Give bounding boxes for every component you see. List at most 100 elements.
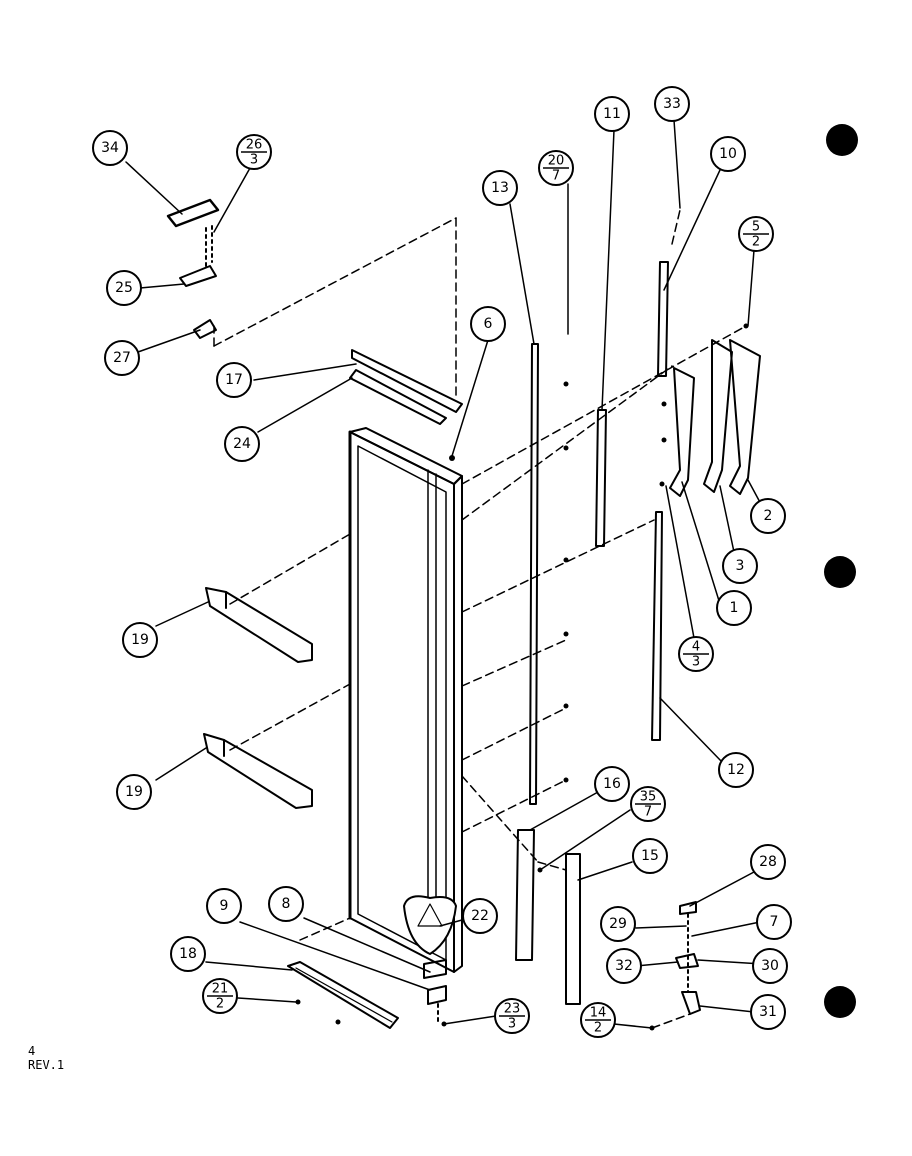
callout-text: 13	[491, 180, 509, 196]
callout-23: 233	[494, 998, 530, 1034]
callout-34: 34	[92, 130, 128, 166]
callout-text: 2	[752, 235, 760, 250]
callout-31: 31	[750, 994, 786, 1030]
callout-circle	[104, 340, 140, 376]
callout-text: 25	[115, 280, 133, 296]
page-number: 4	[28, 1044, 36, 1058]
callout-text: 29	[609, 916, 627, 932]
callout-22: 22	[462, 898, 498, 934]
callout-14: 142	[580, 1002, 616, 1038]
top-strip-assembly	[349, 349, 463, 425]
callout-text: 23	[504, 1002, 521, 1017]
callout-circle	[594, 766, 630, 802]
callout-circle	[116, 774, 152, 810]
callout-circle	[106, 270, 142, 306]
callout-text: 6	[484, 316, 493, 332]
callout-text: 17	[225, 372, 243, 388]
callout-text: 4	[692, 640, 700, 655]
callout-circle	[750, 844, 786, 880]
callout-27: 27	[104, 340, 140, 376]
callout-29: 29	[600, 906, 636, 942]
callout-35: 357	[630, 786, 666, 822]
callout-circle	[206, 888, 242, 924]
callout-circle	[606, 948, 642, 984]
callout-21: 212	[202, 978, 238, 1014]
callout-text: 26	[246, 138, 263, 153]
callout-text: 32	[615, 958, 633, 974]
callout-circle	[462, 898, 498, 934]
callout-circle	[750, 498, 786, 534]
callout-2: 2	[750, 498, 786, 534]
callout-33: 33	[654, 86, 690, 122]
callout-text: 7	[770, 914, 779, 930]
callout-circle	[268, 886, 304, 922]
callout-text: 12	[727, 762, 745, 778]
callout-28: 28	[750, 844, 786, 880]
callout-20: 207	[538, 150, 574, 186]
callout-text: 22	[471, 908, 489, 924]
callout-circle	[170, 936, 206, 972]
callout-text: 19	[131, 632, 149, 648]
screw-markers	[295, 323, 749, 1031]
callout-24: 24	[224, 426, 260, 462]
callout-circle	[710, 136, 746, 172]
binder-hole-middle	[824, 556, 856, 588]
callout-circle	[470, 306, 506, 342]
bottom-hinge-hardware	[423, 959, 447, 1025]
callout-text: 14	[590, 1006, 607, 1021]
callout-circle	[752, 948, 788, 984]
callout-circle	[756, 904, 792, 940]
callout-circle	[750, 994, 786, 1030]
callout-10: 10	[710, 136, 746, 172]
callout-text: 10	[719, 146, 737, 162]
callout-circle	[600, 906, 636, 942]
bracket-lower	[203, 733, 313, 809]
callout-17: 17	[216, 362, 252, 398]
callout-19b: 19	[116, 774, 152, 810]
callout-circle	[594, 96, 630, 132]
vertical-strips	[529, 261, 669, 805]
callout-text: 3	[508, 1017, 516, 1032]
callout-32: 32	[606, 948, 642, 984]
callout-6: 6	[470, 306, 506, 342]
callout-text: 2	[764, 508, 773, 524]
door-panel	[348, 427, 463, 973]
page-footer: 4 REV.1	[28, 1044, 64, 1072]
binder-hole-top	[826, 124, 858, 156]
callout-circle	[92, 130, 128, 166]
callout-text: 33	[663, 96, 681, 112]
callout-15: 15	[632, 838, 668, 874]
lower-hinge-assembly	[675, 901, 701, 1015]
curved-brackets	[669, 339, 761, 497]
callout-19a: 19	[122, 622, 158, 658]
callout-3: 3	[722, 548, 758, 584]
leader-lines	[125, 119, 763, 1029]
callout-text: 9	[220, 898, 229, 914]
bracket-upper	[205, 587, 313, 663]
callout-text: 3	[250, 153, 258, 168]
callout-text: 1	[730, 600, 739, 616]
callout-circle	[122, 622, 158, 658]
callout-25: 25	[106, 270, 142, 306]
callout-text: 2	[594, 1021, 602, 1036]
callout-text: 7	[552, 169, 560, 184]
callout-1: 1	[716, 590, 752, 626]
revision-label: REV.1	[28, 1058, 65, 1072]
callout-text: 5	[752, 220, 760, 235]
callout-text: 16	[603, 776, 621, 792]
callout-16: 16	[594, 766, 630, 802]
callout-text: 30	[761, 958, 779, 974]
callout-text: 28	[759, 854, 777, 870]
callout-circle	[482, 170, 518, 206]
callout-18: 18	[170, 936, 206, 972]
callout-4: 43	[678, 636, 714, 672]
callout-text: 24	[233, 436, 251, 452]
callout-text: 19	[125, 784, 143, 800]
callout-11: 11	[594, 96, 630, 132]
callout-circle	[654, 86, 690, 122]
callout-text: 27	[113, 350, 131, 366]
callout-9: 9	[206, 888, 242, 924]
callout-text: 11	[603, 106, 621, 122]
callout-circle	[632, 838, 668, 874]
